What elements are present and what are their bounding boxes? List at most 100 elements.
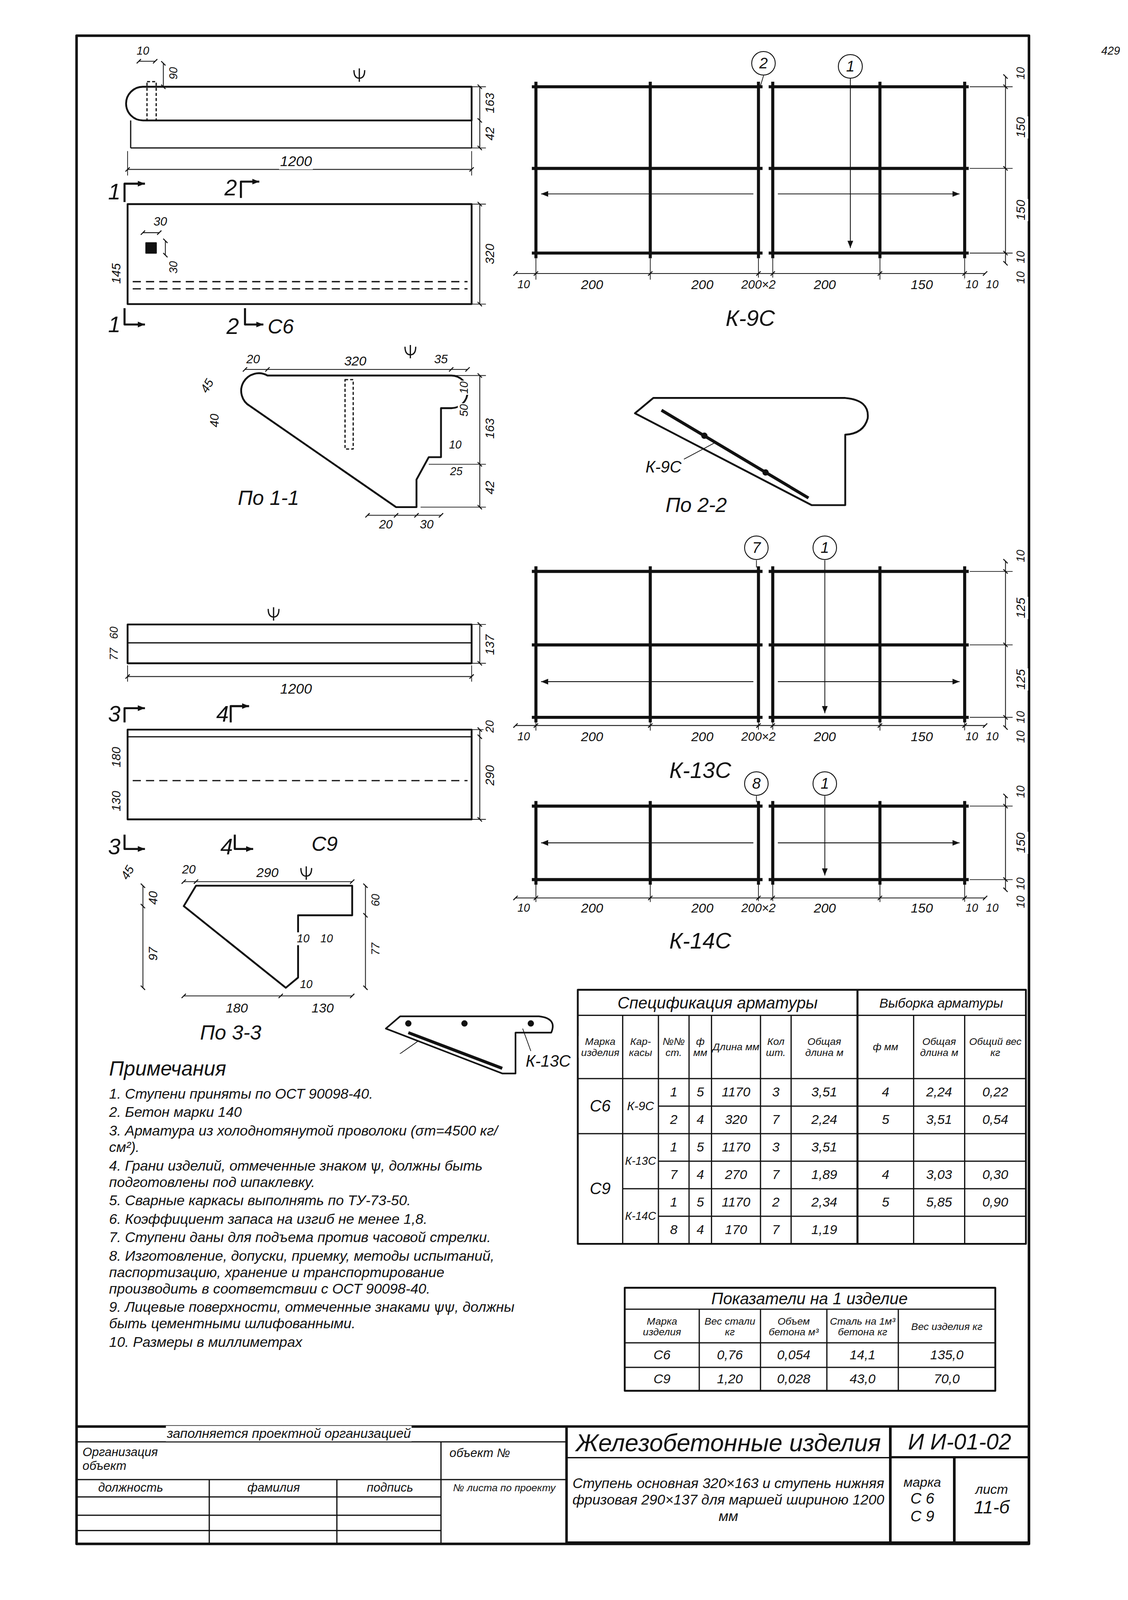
table-cell: 2	[771, 1195, 781, 1211]
note-text: 2. Бетон марки 140	[108, 1104, 527, 1121]
callout-circle: 7	[744, 535, 769, 561]
section-3-3	[142, 886, 144, 989]
dimension-label: 10	[1014, 270, 1028, 285]
title-block-grid	[76, 1426, 1029, 1544]
table-cell: Сталь на 1м³ бетона кг	[829, 1316, 897, 1338]
table-cell: К-13С	[624, 1155, 658, 1168]
title-text: Ступень основная 320×163 и ступень нижня…	[571, 1475, 885, 1526]
title-text: С 6	[910, 1490, 935, 1509]
section-3-3	[143, 866, 366, 997]
title-block-text: фамилия	[246, 1481, 301, 1496]
section-1-1	[479, 375, 481, 508]
step-c9-plan	[127, 729, 472, 820]
table-cell: 1,89	[810, 1167, 838, 1183]
dimension-label: 200×2	[740, 277, 777, 292]
table-cell: ф мм	[860, 1041, 912, 1053]
cage-k9c	[1004, 76, 1006, 264]
section-3-3	[365, 886, 367, 989]
title-block-cell: Ступень основная 320×163 и ступень нижня…	[566, 1457, 890, 1544]
dimension-label: С6	[267, 314, 295, 339]
dimension-label: 1200	[279, 680, 314, 698]
dimension-label: 10	[984, 278, 1000, 292]
table-grid	[624, 1288, 996, 1392]
dimension-label: 200	[580, 900, 605, 917]
dimension-label: 45	[117, 862, 138, 884]
dimension-label: 200	[813, 277, 838, 293]
step-c6-plan	[127, 204, 472, 305]
cage-k14c	[1004, 796, 1006, 890]
table-cell: Вес изделия кг	[900, 1321, 993, 1333]
dimension-label: 10	[1014, 785, 1028, 800]
view-title: К-13С	[668, 757, 733, 784]
dimension-label: 10	[298, 978, 314, 992]
cage-k13c	[1004, 561, 1006, 729]
note-text: 1. Ступени приняты по ОСТ 90098-40.	[108, 1086, 527, 1103]
dimension-label: 30	[152, 214, 168, 229]
section-3-3-reinforcement	[528, 1021, 534, 1027]
dimension-label: 10	[964, 278, 979, 292]
callout-circle: 1	[837, 54, 863, 79]
dimension-label: 200	[813, 729, 838, 745]
dimension-label: 20	[245, 352, 261, 367]
dimension-label: 4	[219, 834, 234, 861]
cage-k9c	[515, 273, 985, 275]
table-cell: 3,51	[925, 1112, 953, 1128]
step-c9-plan	[132, 780, 468, 782]
dimension-label: 97	[146, 946, 161, 963]
title-text: марка	[903, 1475, 941, 1491]
section-1-1	[420, 375, 487, 508]
dimension-label: 10	[516, 901, 531, 915]
cage-k9c	[849, 78, 851, 248]
dimension-label: 2	[223, 175, 238, 201]
table-cell: Длина мм	[712, 1041, 760, 1053]
section-3-3	[183, 996, 353, 997]
dimension-label: 130	[310, 1000, 335, 1017]
table-cell: 1	[669, 1195, 679, 1211]
title-block-text: № листа по проекту	[452, 1482, 557, 1495]
section-3-3-reinforcement	[405, 1021, 411, 1027]
dimension-label: 200×2	[740, 729, 777, 745]
step-c6-plan	[146, 243, 157, 254]
title-block-text: заполняется проектной организацией	[166, 1426, 412, 1442]
table-cell: Объем бетона м³	[763, 1316, 825, 1338]
section-3-3-reinforcement	[408, 1032, 503, 1069]
dimension-label: 200	[690, 277, 715, 293]
section-2-2	[634, 398, 868, 506]
note-text: 3. Арматура из холоднотянутой проволоки …	[108, 1123, 527, 1156]
dimension-label: 150	[909, 729, 934, 745]
table-cell: 2,24	[925, 1084, 953, 1100]
dimension-label: 10	[295, 932, 311, 946]
step-c9-plan	[124, 729, 486, 850]
title-text: 11-б	[973, 1497, 1010, 1519]
dimension-label: 77	[369, 942, 383, 957]
table-cell: 135,0	[929, 1347, 965, 1364]
drawing	[76, 35, 1029, 1545]
step-c6-elevation	[240, 181, 260, 199]
table-cell: С6	[589, 1097, 612, 1117]
step-c6-elevation	[124, 183, 145, 203]
dimension-label: 429	[1100, 44, 1121, 58]
step-c9-elevation	[127, 624, 487, 682]
step-c6-elevation	[138, 60, 156, 62]
table-grid	[577, 990, 1027, 1392]
table-cell: 0,76	[716, 1347, 744, 1364]
callout-number: 2	[759, 54, 768, 73]
step-c6-elevation	[127, 86, 487, 176]
section-3-3	[300, 866, 312, 881]
view-title: К-9С	[724, 305, 776, 332]
title-block-text: Организация объект	[81, 1445, 174, 1474]
table-cell: 4	[695, 1112, 706, 1128]
dimension-label: 290	[255, 864, 280, 881]
dimension-label: 200	[690, 900, 715, 917]
step-c9-elevation	[230, 706, 249, 723]
table-cell: Общая длина м	[793, 1036, 855, 1058]
title-text: С 9	[910, 1508, 935, 1527]
cage-k14c	[515, 897, 985, 899]
note-text: 9. Лицевые поверхности, отмеченные знака…	[108, 1299, 527, 1333]
dimension-label: 145	[109, 262, 124, 285]
dimension-label: 150	[1013, 832, 1029, 855]
cage-k14c	[515, 796, 1013, 903]
dimension-label: 42	[482, 126, 498, 142]
dimension-label: 1	[107, 311, 122, 338]
dimension-label: 1	[107, 179, 122, 205]
